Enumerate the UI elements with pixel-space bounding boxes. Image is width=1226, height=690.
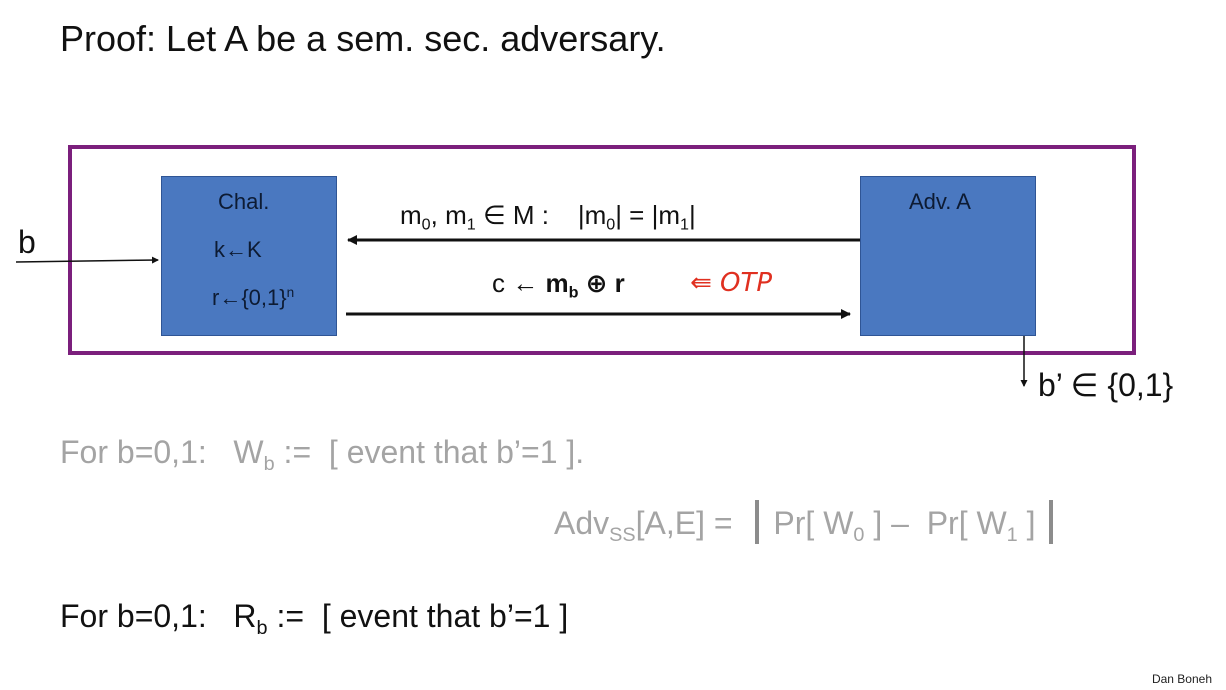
author-signature: Dan Boneh bbox=[1151, 672, 1212, 686]
w-event-definition: For b=0,1: Wb := [ event that b’=1 ]. bbox=[60, 434, 585, 475]
ciphertext-label: c ← mb ⊕ r bbox=[492, 268, 625, 302]
abs-bar-left bbox=[755, 500, 760, 544]
r-event-definition: For b=0,1: Rb := [ event that b’=1 ] bbox=[60, 598, 569, 639]
input-b-label: b bbox=[18, 224, 36, 260]
abs-bar-right bbox=[1049, 500, 1054, 544]
adversary-box: Adv. A bbox=[860, 176, 1036, 336]
proof-heading: Proof: Let A be a sem. sec. adversary. bbox=[60, 18, 666, 59]
adversary-title: Adv. A bbox=[909, 189, 971, 214]
otp-annotation: ⇚ OTP bbox=[690, 268, 773, 298]
advantage-formula: AdvSS[A,E] = Pr[ W0 ] – Pr[ W1 ] bbox=[554, 500, 1067, 547]
security-game-frame bbox=[68, 145, 1136, 355]
challenger-title: Chal. bbox=[218, 189, 270, 214]
output-label: b’ ∈ {0,1} bbox=[1038, 367, 1174, 403]
challenger-box: Chal. k←K r←{0,1}n bbox=[161, 176, 337, 336]
message-pair-label: m0, m1 ∈ M : |m0| = |m1| bbox=[400, 200, 696, 234]
pad-generation: r←{0,1}n bbox=[212, 285, 295, 311]
input-b-arrow bbox=[15, 256, 159, 264]
key-generation: k←K bbox=[214, 237, 262, 262]
